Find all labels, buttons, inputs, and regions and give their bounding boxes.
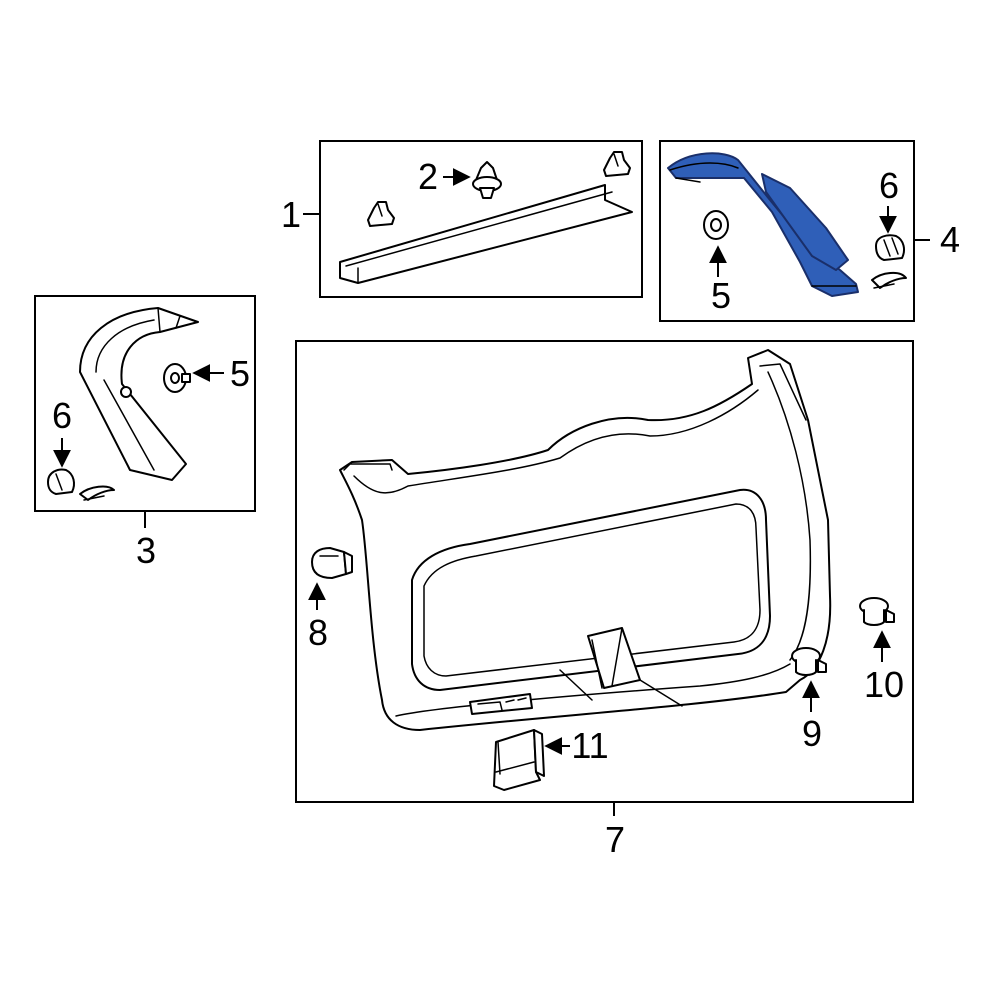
group-side-trim-right: 5 6 4 bbox=[659, 140, 960, 322]
callout-11: 11 bbox=[571, 725, 608, 766]
clip-6-left[interactable] bbox=[47, 468, 75, 495]
callout-4: 4 bbox=[940, 219, 960, 260]
group-side-trim-left: 5 6 3 bbox=[34, 295, 256, 571]
callout-2: 2 bbox=[418, 156, 438, 197]
callout-3: 3 bbox=[136, 530, 156, 571]
callout-6-left: 6 bbox=[52, 395, 72, 436]
clip-bracket-left[interactable] bbox=[79, 485, 115, 501]
callout-9: 9 bbox=[802, 713, 822, 754]
clip-6-top[interactable] bbox=[875, 234, 905, 261]
group-upper-trim: 2 1 bbox=[281, 140, 643, 298]
upper-trim-panel[interactable] bbox=[339, 184, 633, 284]
push-retainer-5-left[interactable] bbox=[163, 363, 191, 393]
push-retainer-5-top[interactable] bbox=[703, 210, 729, 240]
push-retainer-2[interactable] bbox=[472, 161, 502, 199]
side-trim-panel-left[interactable] bbox=[79, 307, 199, 481]
callout-5-top: 5 bbox=[711, 275, 731, 316]
clip-10[interactable] bbox=[859, 597, 895, 626]
callout-5-left: 5 bbox=[230, 353, 250, 394]
callout-8: 8 bbox=[308, 612, 328, 653]
bumper-stop-8[interactable] bbox=[311, 547, 353, 579]
clip-9[interactable] bbox=[791, 647, 827, 676]
trim-clip-right[interactable] bbox=[603, 151, 631, 177]
frame-liftgate-panel bbox=[295, 340, 914, 803]
callout-7: 7 bbox=[605, 819, 625, 860]
callout-6-top: 6 bbox=[879, 165, 899, 206]
cover-11[interactable] bbox=[493, 729, 545, 791]
callout-10: 10 bbox=[864, 664, 904, 705]
frame-side-trim-right bbox=[659, 140, 915, 322]
callout-1: 1 bbox=[281, 194, 301, 235]
clip-bracket-top[interactable] bbox=[871, 272, 907, 289]
group-liftgate-panel: 7 8 9 10 11 bbox=[295, 340, 914, 860]
liftgate-trim-panel[interactable] bbox=[339, 349, 832, 731]
side-trim-panel-highlighted[interactable] bbox=[667, 152, 859, 297]
trim-clip-left[interactable] bbox=[367, 201, 395, 227]
frame-upper-trim bbox=[319, 140, 643, 298]
